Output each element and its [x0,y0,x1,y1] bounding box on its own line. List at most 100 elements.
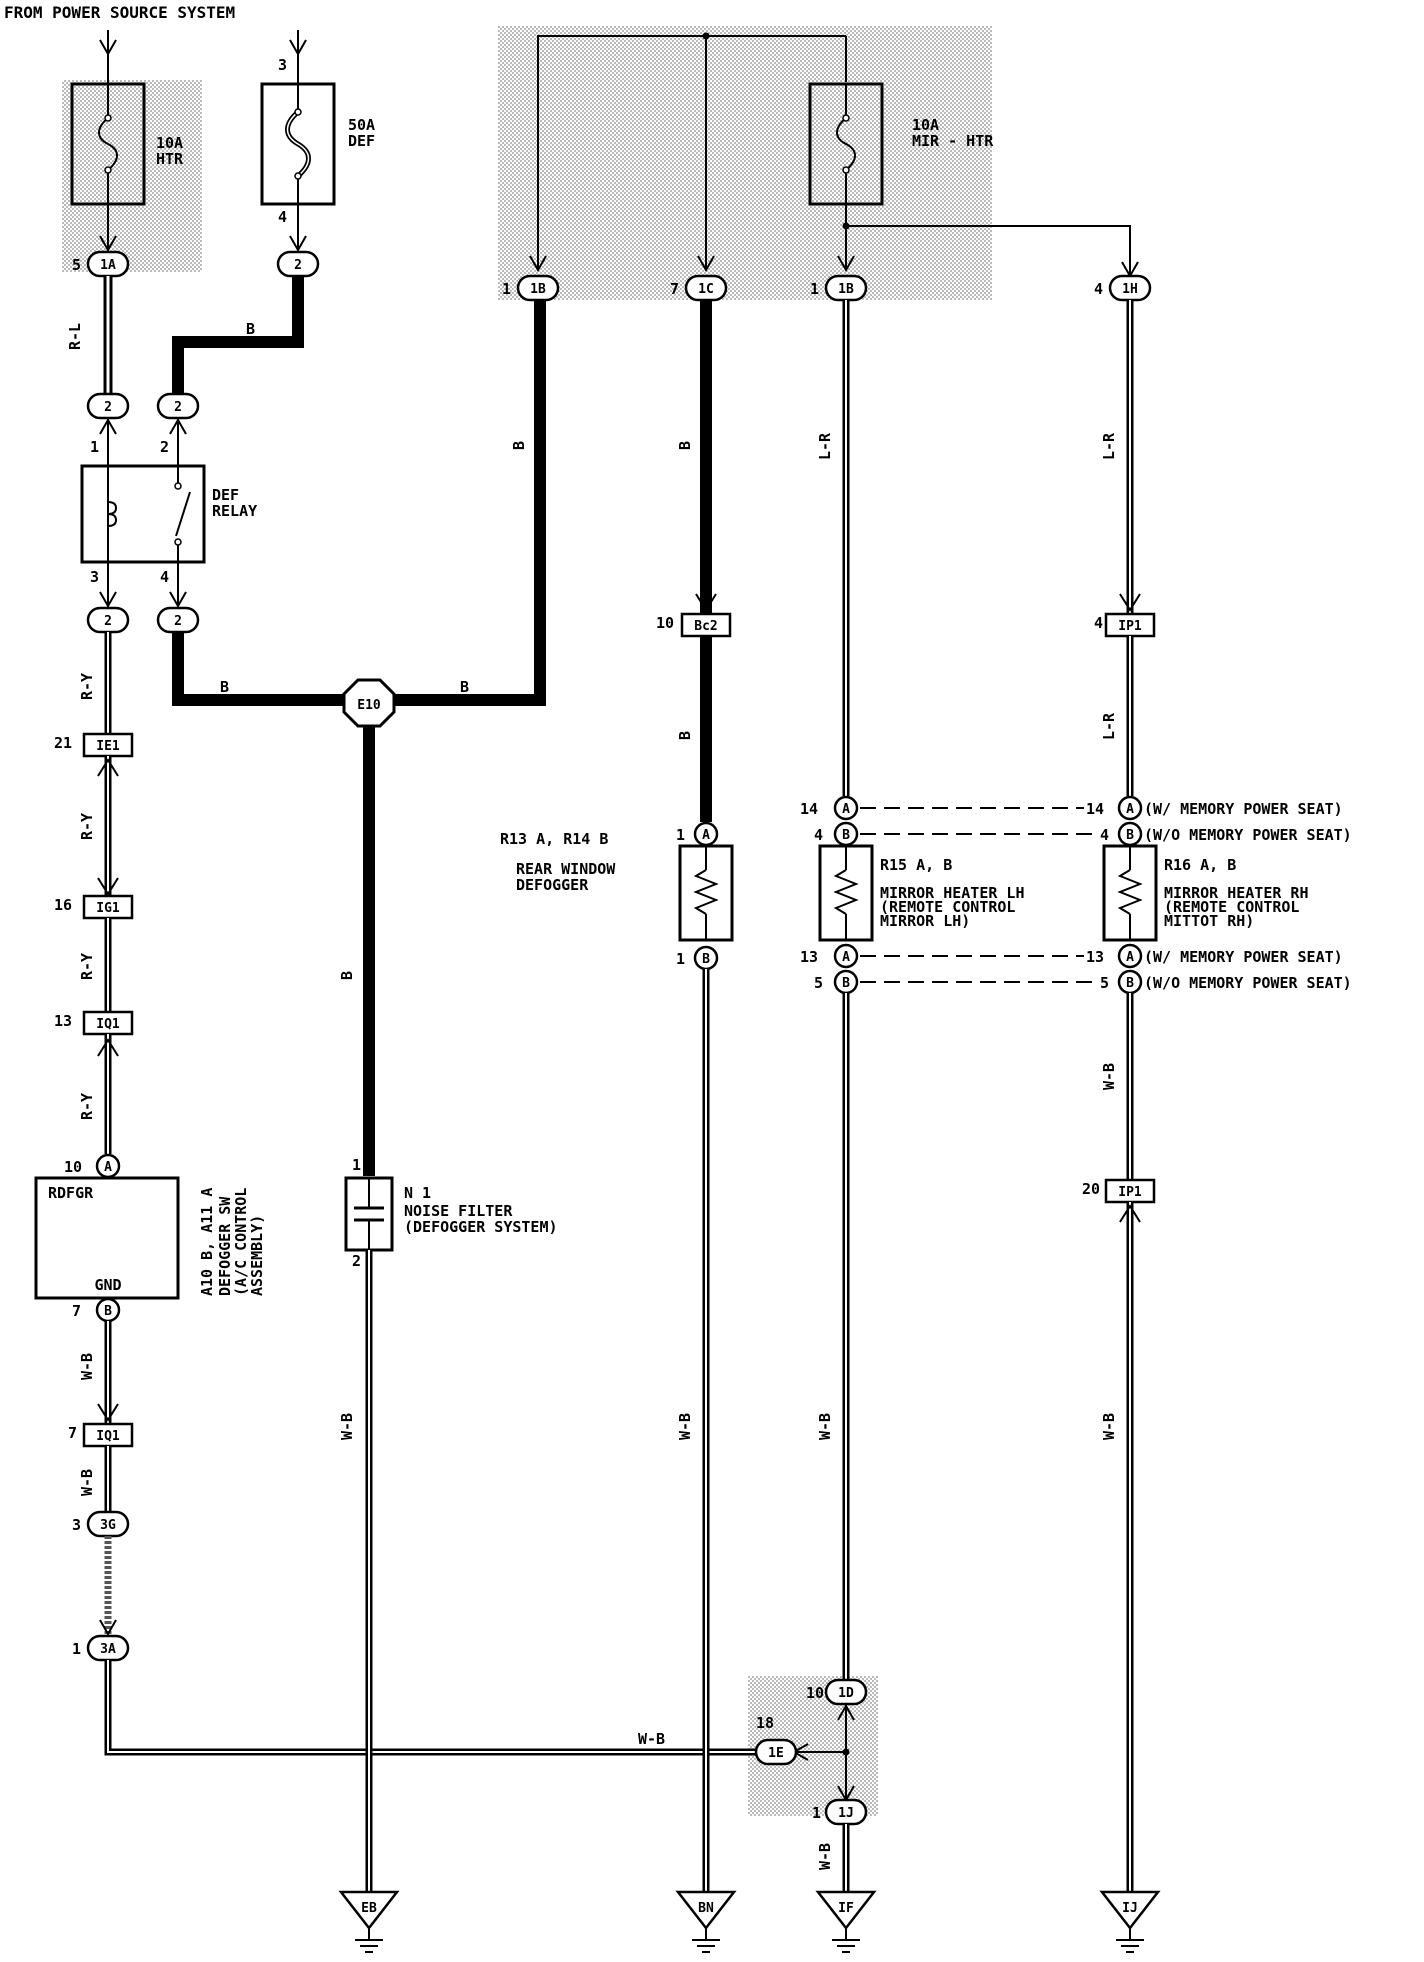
rh-note-4: (W/O MEMORY POWER SEAT) [1144,974,1352,992]
junction-e10 [342,678,396,728]
svg-text:B: B [460,678,469,696]
mirror-rh-column: L-R 4 IP1 L-R 14 A (W/ MEMORY POWER SEAT… [860,300,1352,1892]
svg-text:W-B: W-B [1100,1063,1118,1090]
svg-text:14: 14 [1086,800,1104,818]
svg-text:IQ1: IQ1 [96,1017,120,1032]
svg-text:EB: EB [361,1901,377,1916]
mirror-lh-line2: (REMOTE CONTROL [880,898,1015,916]
svg-text:R-Y: R-Y [78,953,96,980]
wire-rl-label: R-L [66,323,84,350]
conn-1a-pin: 5 [72,256,81,274]
svg-text:4: 4 [814,826,823,844]
svg-text:B: B [676,731,694,740]
relay-coil [107,501,118,527]
svg-text:20: 20 [1082,1180,1100,1198]
svg-text:1E: 1E [768,1746,784,1761]
svg-text:B: B [338,971,356,980]
svg-text:2: 2 [104,400,112,415]
ry-column: R-Y 21 IE1 R-Y 16 IG1 R-Y 13 IQ1 R-Y 10 … [34,632,756,1756]
svg-text:E10: E10 [357,698,381,713]
fuse-mir-name: MIR - HTR [912,132,994,150]
relay-label-2: RELAY [212,502,257,520]
noise-filter-ref: N 1 [404,1184,431,1202]
svg-text:1: 1 [90,438,99,456]
ground-ij [1099,1890,1161,1931]
svg-text:B: B [842,976,850,991]
svg-text:2: 2 [174,614,182,629]
svg-text:16: 16 [54,896,72,914]
svg-text:18: 18 [756,1714,774,1732]
svg-text:10: 10 [64,1158,82,1176]
defogger-sw-line2: (A/C CONTROL [232,1188,250,1296]
relay-label-1: DEF [212,486,239,504]
defogger-sw-line3: ASSEMBLY) [248,1215,266,1296]
svg-text:3: 3 [278,56,287,74]
noise-filter-line1: NOISE FILTER [404,1202,513,1220]
htr-column: 10A HTR 5 1A R-L 2 1 [66,30,184,466]
svg-text:1C: 1C [698,282,714,297]
svg-text:4: 4 [278,208,287,226]
fuse-htr-amp: 10A [156,134,183,152]
rear-defogger-line2: DEFOGGER [516,876,589,894]
fuse-mir-element [836,117,856,171]
svg-text:IJ: IJ [1122,1901,1138,1916]
svg-text:W-B: W-B [816,1413,834,1440]
grounds: EB BN IF IJ [338,1890,1161,1953]
svg-text:B: B [246,320,255,338]
svg-text:B: B [676,441,694,450]
svg-text:1H: 1H [1122,282,1138,297]
rear-defogger-column: B 10 Bc2 B 1 A R13 A, R14 B REAR WINDOW … [500,300,734,1892]
junction-block: 10A MIR - HTR 1 1B 7 1C 1 1B 4 1H [502,32,1152,302]
rh-note-3: (W/ MEMORY POWER SEAT) [1144,948,1343,966]
svg-text:1: 1 [352,1156,361,1174]
svg-text:4: 4 [1094,614,1103,632]
svg-text:B: B [702,952,710,967]
mirror-rh-ref: R16 A, B [1164,856,1236,874]
svg-text:L-R: L-R [1100,432,1118,460]
svg-text:L-R: L-R [816,432,834,460]
rear-defogger-resistor [693,869,719,915]
svg-text:3: 3 [72,1516,81,1534]
shade-junction-block [498,26,992,300]
svg-text:14: 14 [800,800,818,818]
fuse-htr-name: HTR [156,150,184,168]
svg-text:13: 13 [1086,948,1104,966]
svg-text:1B: 1B [838,282,854,297]
svg-text:3A: 3A [100,1642,116,1657]
noise-filter-line2: (DEFOGGER SYSTEM) [404,1218,558,1236]
defogger-sw-ref: A10 B, A11 A [198,1188,216,1296]
svg-text:W-B: W-B [78,1469,96,1496]
svg-text:B: B [104,1304,112,1319]
svg-text:1: 1 [676,950,685,968]
svg-text:2: 2 [352,1252,361,1270]
fuse-mir-amp: 10A [912,116,939,134]
svg-text:B: B [220,678,229,696]
svg-text:IF: IF [838,1901,854,1916]
svg-text:13: 13 [800,948,818,966]
rear-defogger-line1: REAR WINDOW [516,860,616,878]
svg-text:1: 1 [502,280,511,298]
ground-if [815,1890,877,1931]
svg-text:1B: 1B [530,282,546,297]
svg-text:IE1: IE1 [96,739,120,754]
rh-note-2: (W/O MEMORY POWER SEAT) [1144,826,1352,844]
defogger-sw-rdfgr: RDFGR [48,1184,94,1202]
conn-1e [754,1738,798,1766]
mirror-rh-line2: (REMOTE CONTROL [1164,898,1299,916]
mirror-rh-line3: MITTOT RH) [1164,912,1254,930]
svg-text:10: 10 [806,1684,824,1702]
svg-text:IP1: IP1 [1118,1185,1142,1200]
svg-text:W-B: W-B [338,1413,356,1440]
defogger-sw-gnd: GND [94,1276,121,1294]
def-relay-box [80,464,206,564]
svg-text:L-R: L-R [1100,712,1118,740]
svg-text:A: A [842,950,850,965]
fuse-def-amp: 50A [348,116,375,134]
svg-text:IQ1: IQ1 [96,1429,120,1444]
svg-text:13: 13 [54,1012,72,1030]
svg-text:1J: 1J [838,1806,854,1821]
fuse-htr-element [98,117,118,171]
shade-htr-block [62,80,202,272]
svg-text:4: 4 [160,568,169,586]
